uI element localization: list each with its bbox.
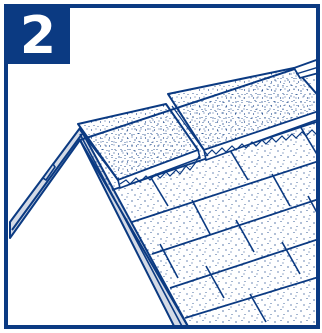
step-badge-background xyxy=(6,6,70,64)
